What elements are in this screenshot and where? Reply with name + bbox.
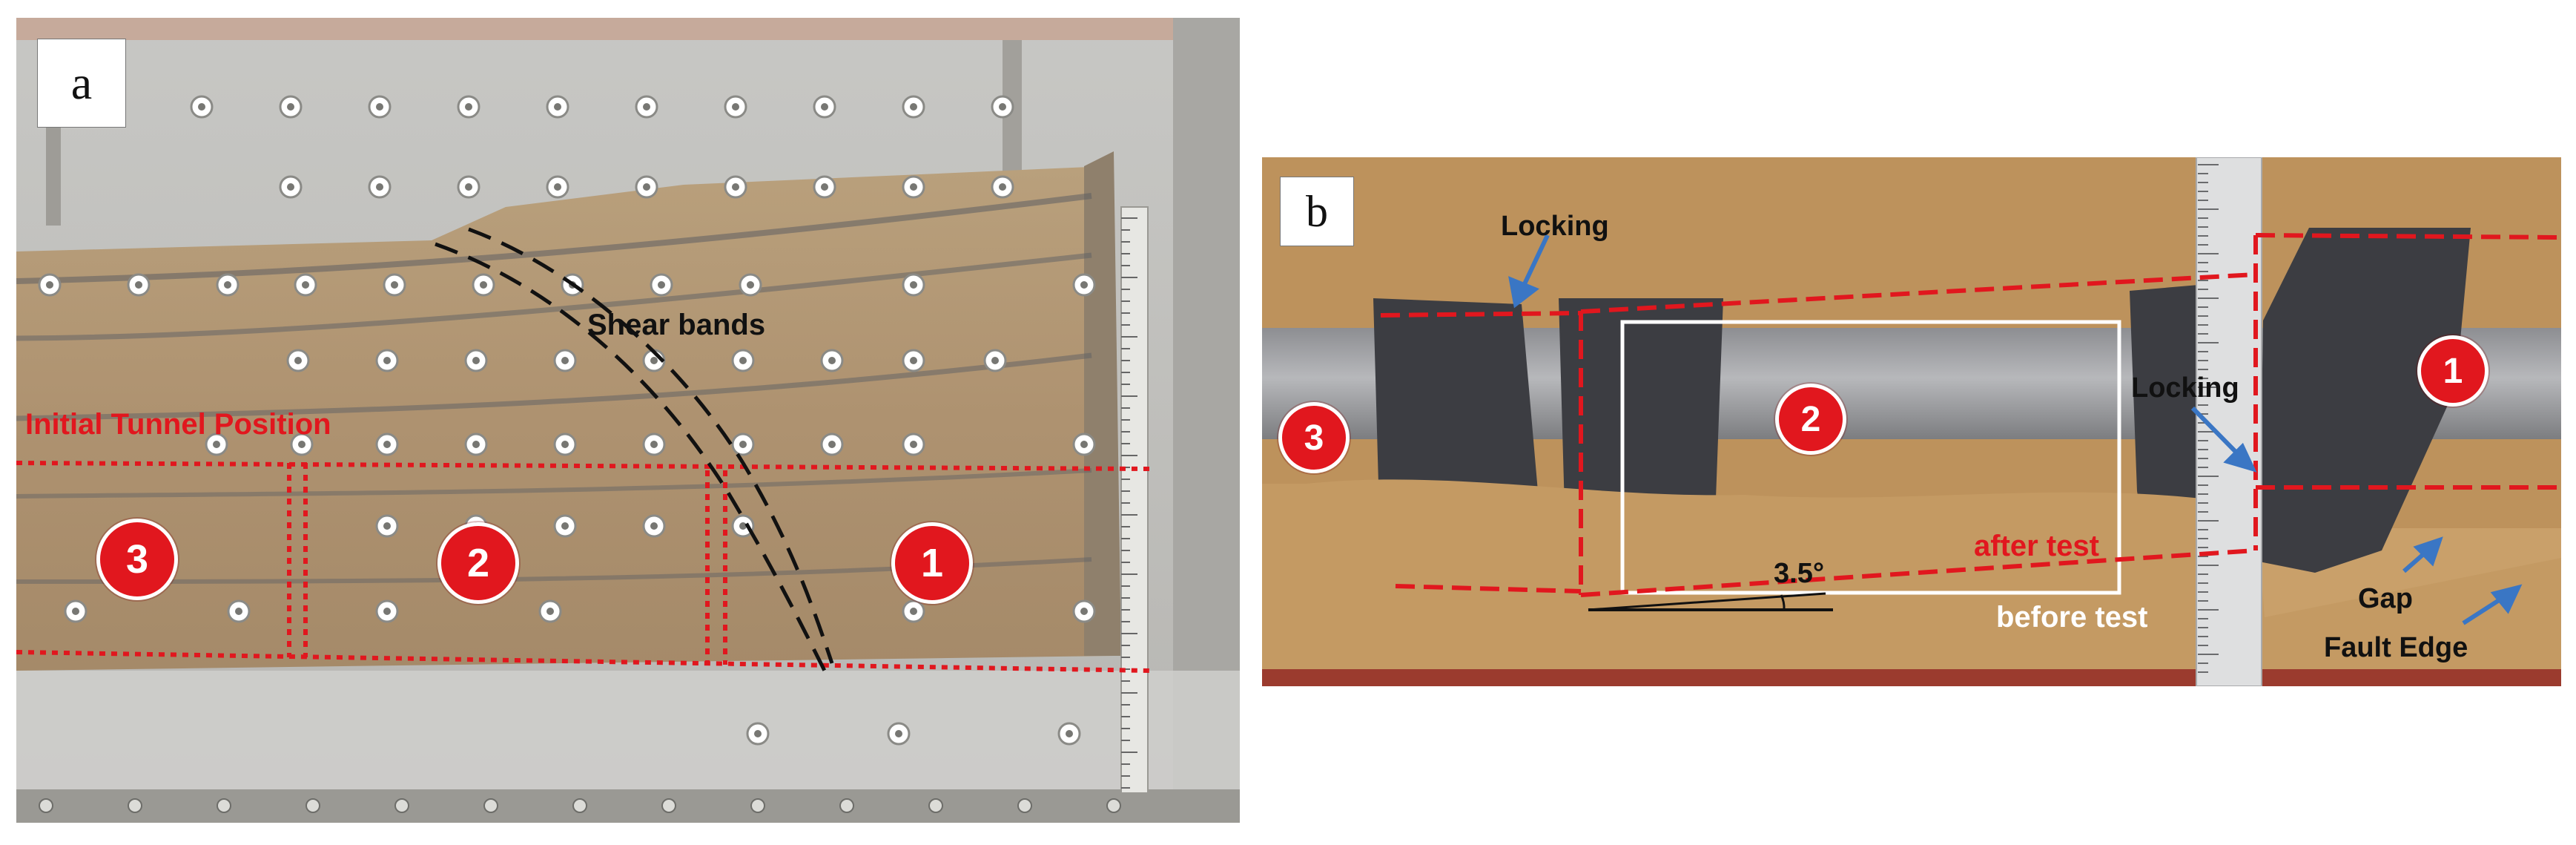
bolt-center xyxy=(213,441,220,448)
bolt-center xyxy=(999,183,1006,191)
bolt-center xyxy=(376,183,383,191)
rail-bolt xyxy=(928,798,943,813)
bolt-center xyxy=(895,730,902,737)
rail-bolt xyxy=(306,798,320,813)
rail-bolt xyxy=(483,798,498,813)
bolt-center xyxy=(383,522,391,530)
panel-a-segment-3-badge: 3 xyxy=(96,519,178,600)
bolt-center xyxy=(287,103,294,111)
bolt-center xyxy=(828,441,836,448)
rail-bolt xyxy=(839,798,854,813)
shear-bands-label: Shear bands xyxy=(587,309,766,341)
panel-a-segment-1-badge: 1 xyxy=(891,522,973,604)
bolt-center xyxy=(732,103,739,111)
panel-a-letter: a xyxy=(37,39,126,128)
bolt-center xyxy=(46,281,53,289)
locking-label-right: Locking xyxy=(2131,372,2239,404)
bolt-center xyxy=(658,281,665,289)
panel-b-scene xyxy=(1262,157,2561,686)
bolt-center xyxy=(828,357,836,364)
bolt-center xyxy=(991,357,999,364)
bolt-center xyxy=(72,608,79,615)
bolt-center xyxy=(561,357,569,364)
bolt-center xyxy=(298,441,306,448)
bolt-center xyxy=(1080,608,1088,615)
initial-tunnel-position-label: Initial Tunnel Position xyxy=(25,408,331,441)
rail-bolt xyxy=(394,798,409,813)
bolt-center xyxy=(465,103,472,111)
bolt-center xyxy=(747,281,754,289)
rail-bolt xyxy=(750,798,765,813)
bolt-center xyxy=(480,281,487,289)
rail-bolt xyxy=(1106,798,1121,813)
bolt-center xyxy=(821,103,828,111)
bolt-center xyxy=(754,730,762,737)
bolt-center xyxy=(224,281,231,289)
panel-b-letter: b xyxy=(1280,177,1354,246)
fault-edge-label: Fault Edge xyxy=(2324,632,2468,663)
bolt-center xyxy=(643,183,650,191)
bolt-center xyxy=(643,103,650,111)
bolt-center xyxy=(472,357,480,364)
rail-bolt xyxy=(39,798,53,813)
bolt-center xyxy=(650,441,658,448)
bolt-center xyxy=(554,183,561,191)
bolt-center xyxy=(546,608,554,615)
rail-bolt xyxy=(128,798,142,813)
bolt-center xyxy=(561,522,569,530)
bolt-center xyxy=(383,357,391,364)
bolt-center xyxy=(910,281,917,289)
bolt-center xyxy=(465,183,472,191)
panel-a-scene xyxy=(16,18,1240,823)
bolt-center xyxy=(383,441,391,448)
angle-label: 3.5° xyxy=(1774,558,1825,589)
panel-b-segment-2-badge: 2 xyxy=(1775,384,1846,455)
bolt-center xyxy=(198,103,205,111)
bolt-center xyxy=(999,103,1006,111)
bolt-center xyxy=(1066,730,1073,737)
bolt-center xyxy=(391,281,398,289)
before-test-label: before test xyxy=(1996,601,2148,634)
bolt-center xyxy=(739,357,747,364)
bolt-center xyxy=(910,357,917,364)
locking-label-top: Locking xyxy=(1501,211,1609,242)
bolt-center xyxy=(650,522,658,530)
bolt-center xyxy=(910,103,917,111)
bolt-center xyxy=(472,441,480,448)
bolt-center xyxy=(561,441,569,448)
bolt-center xyxy=(302,281,309,289)
panel-b-photo: b Locking Locking 3.5° after test before… xyxy=(1262,157,2561,686)
bolt-center xyxy=(554,103,561,111)
bolt-center xyxy=(910,183,917,191)
panel-b-segment-1-badge: 1 xyxy=(2417,335,2489,407)
bolt-center xyxy=(135,281,142,289)
panel-a-segment-2-badge: 2 xyxy=(437,522,519,604)
bolt-center xyxy=(910,608,917,615)
bolt-center xyxy=(287,183,294,191)
rail-bolt xyxy=(1017,798,1032,813)
bolt-center xyxy=(1080,441,1088,448)
bolt-center xyxy=(376,103,383,111)
bolt-center xyxy=(732,183,739,191)
bolt-center xyxy=(821,183,828,191)
rail-bolt xyxy=(217,798,231,813)
bolt-center xyxy=(1080,281,1088,289)
bolt-center xyxy=(910,441,917,448)
bolt-center xyxy=(235,608,242,615)
rail-bolt xyxy=(661,798,676,813)
panel-a-photo: a Shear bands Initial Tunnel Position 3 … xyxy=(16,18,1240,823)
gap-label: Gap xyxy=(2358,583,2413,614)
rail-bolt xyxy=(572,798,587,813)
bolt-center xyxy=(294,357,302,364)
bolt-center xyxy=(739,441,747,448)
bolt-center xyxy=(739,522,747,530)
bolt-center xyxy=(650,357,658,364)
bolt-center xyxy=(383,608,391,615)
panel-b-segment-3-badge: 3 xyxy=(1278,402,1350,473)
after-test-label: after test xyxy=(1974,530,2099,562)
